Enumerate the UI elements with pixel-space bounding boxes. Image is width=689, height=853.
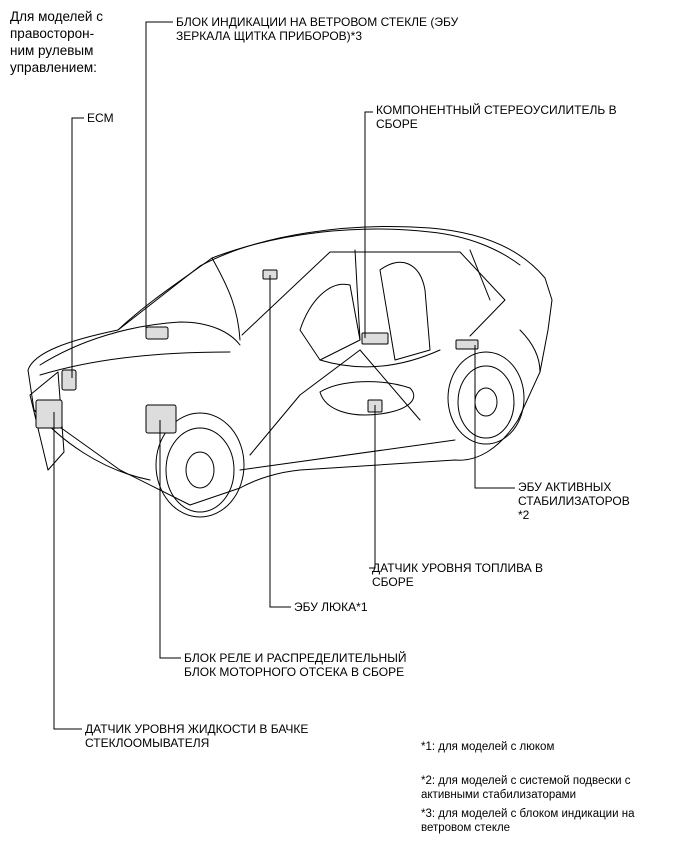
label-stabilizer-ecu: ЭБУ АКТИВНЫХ СТАБИЛИЗАТОРОВ *2 (518, 480, 630, 522)
label-hud-ecu-line: БЛОК ИНДИКАЦИИ НА ВЕТРОВОМ СТЕКЛЕ (ЭБУ (176, 15, 459, 29)
label-relay-line: БЛОК РЕЛЕ И РАСПРЕДЕЛИТЕЛЬНЫЙ (184, 651, 407, 665)
label-washer-line: ДАТЧИК УРОВНЯ ЖИДКОСТИ В БАЧКЕ (85, 722, 309, 736)
label-stereo-line: КОМПОНЕНТНЫЙ СТЕРЕОУСИЛИТЕЛЬ В (376, 103, 617, 117)
footnote-2: *2: для моделей с системой подвески с ак… (421, 774, 631, 802)
label-stereo: КОМПОНЕНТНЫЙ СТЕРЕОУСИЛИТЕЛЬ В СБОРЕ (376, 103, 617, 131)
rear-seat (379, 261, 431, 361)
rhd-note: Для моделей с правосторон- ним рулевым у… (10, 8, 103, 76)
stabilizer-ecu-unit (455, 339, 479, 350)
leader-relay (159, 420, 181, 659)
leader-stereo (364, 111, 373, 338)
leader-sunroof (269, 275, 291, 608)
label-washer-sensor: ДАТЧИК УРОВНЯ ЖИДКОСТИ В БАЧКЕ СТЕКЛООМЫ… (85, 722, 308, 750)
front-hub (185, 451, 215, 489)
label-stabilizer-line: СТАБИЛИЗАТОРОВ (518, 494, 630, 508)
leader-stabilizer (474, 345, 515, 489)
roofline (211, 228, 521, 266)
rear-bumper (519, 329, 541, 373)
label-ecm: ECM (87, 111, 114, 125)
label-washer-line: СТЕКЛООМЫВАТЕЛЯ (85, 736, 210, 750)
leader-hud (145, 21, 173, 333)
label-stabilizer-line: ЭБУ АКТИВНЫХ (518, 480, 612, 494)
label-relay-line: БЛОК МОТОРНОГО ОТСЕКА В СБОРЕ (184, 665, 405, 679)
side-window (241, 251, 506, 337)
rear-wheel-arch (447, 351, 525, 445)
rear-pillar (469, 249, 491, 301)
rhd-note-line: Для моделей с (10, 9, 103, 24)
label-hud-ecu-line: ЗЕРКАЛА ЩИТКА ПРИБОРОВ)*3 (176, 29, 363, 43)
footnote-2-line: *2: для моделей с системой подвески с (421, 775, 631, 787)
leader-fuel (369, 405, 376, 569)
grille (29, 371, 65, 471)
label-sunroof-ecu: ЭБУ ЛЮКА*1 (294, 600, 368, 614)
hood (39, 321, 241, 366)
rhd-note-line: правосторон- (10, 26, 95, 41)
ecm-unit (61, 369, 77, 391)
label-fuel-line: ДАТЧИК УРОВНЯ ТОПЛИВА В (372, 561, 544, 575)
side-sill (239, 439, 456, 471)
footnote-1: *1: для моделей с люком (421, 741, 555, 753)
door-line (249, 349, 361, 456)
footnote-2-line: активными стабилизаторами (421, 789, 576, 801)
b-pillar (354, 249, 361, 341)
label-fuel-line: СБОРЕ (372, 575, 414, 589)
hood-line (39, 351, 231, 376)
rear-wheel (457, 365, 515, 439)
label-stereo-line: СБОРЕ (376, 117, 418, 131)
label-relay-block: БЛОК РЕЛЕ И РАСПРЕДЕЛИТЕЛЬНЫЙ БЛОК МОТОР… (184, 651, 406, 679)
footnote-3-line: *3: для моделей с блоком индикации на (421, 808, 635, 820)
label-fuel-sender: ДАТЧИК УРОВНЯ ТОПЛИВА В СБОРЕ (372, 561, 543, 589)
front-wheel-arch (155, 412, 245, 518)
footnote-3-line: ветровом стекле (421, 822, 511, 834)
label-stabilizer-line: *2 (518, 508, 530, 522)
washer-tank-unit (35, 399, 63, 429)
rhd-note-line: ним рулевым (10, 43, 94, 58)
relay-block-unit (145, 404, 177, 434)
stereo-unit (361, 332, 389, 345)
footnote-3: *3: для моделей с блоком индикации на ве… (421, 807, 634, 835)
rear-hub (474, 387, 498, 417)
fuel-tank (319, 381, 415, 416)
door-line-2 (359, 349, 421, 421)
front-wheel (165, 427, 235, 513)
front-seat (299, 283, 361, 361)
hud-unit (145, 326, 169, 340)
leader-ecm (71, 117, 84, 378)
rhd-note-line: управлением: (10, 60, 97, 75)
leader-washer (53, 412, 82, 730)
label-hud-ecu: БЛОК ИНДИКАЦИИ НА ВЕТРОВОМ СТЕКЛЕ (ЭБУ З… (176, 15, 458, 43)
seat-cushion (319, 349, 441, 368)
